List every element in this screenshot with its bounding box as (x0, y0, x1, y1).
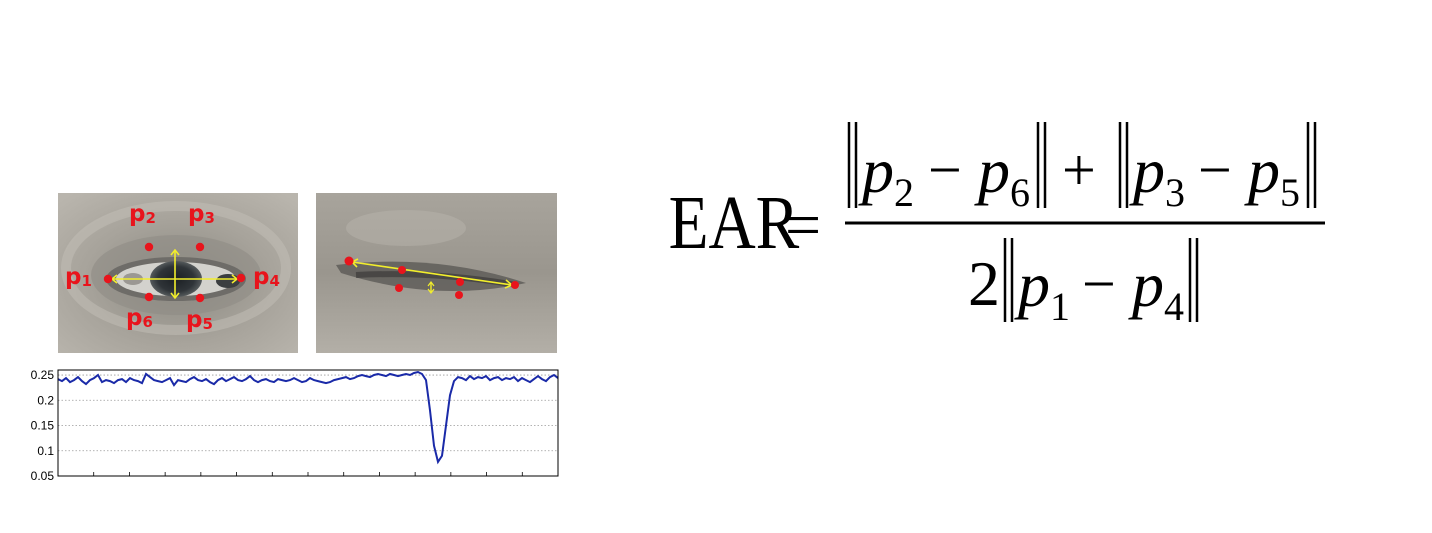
label-p2: p2 (129, 201, 156, 227)
svg-text:4: 4 (1164, 284, 1184, 329)
arrowhead-icon (427, 288, 435, 294)
svg-text:3: 3 (1165, 170, 1185, 215)
svg-text:2: 2 (894, 170, 914, 215)
ear-line-chart: 0.25 0.2 0.15 0.1 0.05 (31, 368, 559, 482)
y-tick-label: 0.2 (37, 393, 54, 407)
ear-formula: EAR = p 2 − p 6 + p 3 − p 5 2 p 1 − p 4 (669, 122, 1325, 329)
svg-text:+: + (1062, 137, 1096, 203)
landmark-point-p1 (103, 274, 113, 284)
svg-text:p: p (858, 135, 894, 206)
label-p5: p5 (186, 307, 213, 333)
label-p4: p4 (253, 264, 280, 290)
landmark-point-p4 (236, 273, 246, 283)
landmark-point-p6 (144, 292, 154, 302)
svg-text:−: − (1082, 251, 1116, 317)
y-tick-label: 0.05 (31, 469, 55, 482)
y-tick-label: 0.25 (31, 368, 55, 382)
chart-frame (57, 369, 559, 477)
denominator: 2 p 1 − p 4 (968, 238, 1199, 329)
svg-text:6: 6 (1010, 170, 1030, 215)
arrowhead-icon (170, 292, 180, 300)
formula-equals: = (785, 189, 821, 260)
chart-x-ticks (93, 472, 523, 476)
closed-eye-image (316, 193, 557, 353)
chart-y-tick-labels: 0.25 0.2 0.15 0.1 0.05 (31, 368, 55, 482)
closed-landmark-point (398, 266, 406, 274)
closed-landmark-point (395, 284, 403, 292)
open-eye-panel (58, 193, 298, 353)
svg-text:p: p (1128, 249, 1164, 320)
closed-landmark-point (511, 281, 519, 289)
label-p1: p1 (65, 264, 92, 290)
closed-horizontal-measure-line (351, 261, 513, 286)
svg-text:p: p (1014, 249, 1050, 320)
svg-text:−: − (928, 137, 962, 203)
open-eye-image (58, 193, 298, 353)
landmark-point-p2 (144, 242, 154, 252)
arrowhead-icon (427, 281, 435, 287)
landmark-point-p3 (195, 242, 205, 252)
y-tick-label: 0.15 (31, 419, 55, 433)
landmark-point-p5 (195, 293, 205, 303)
numerator: p 2 − p 6 + p 3 − p 5 (847, 122, 1317, 215)
label-p6: p6 (126, 305, 153, 331)
svg-text:p: p (1129, 135, 1165, 206)
svg-text:p: p (1244, 135, 1280, 206)
formula-lhs: EAR (669, 182, 800, 266)
svg-text:2: 2 (968, 248, 1000, 319)
closed-landmark-point (456, 278, 464, 286)
svg-text:1: 1 (1050, 284, 1070, 329)
closed-eye-panel (316, 193, 557, 353)
arrowhead-icon (170, 248, 180, 256)
ear-series-line (57, 370, 559, 465)
label-p3: p3 (188, 201, 215, 227)
closed-landmark-point (344, 256, 354, 266)
svg-text:−: − (1198, 137, 1232, 203)
svg-text:5: 5 (1280, 170, 1300, 215)
y-tick-label: 0.1 (37, 444, 54, 458)
chart-grid (58, 374, 558, 477)
closed-landmark-point (455, 291, 463, 299)
svg-text:p: p (974, 135, 1010, 206)
